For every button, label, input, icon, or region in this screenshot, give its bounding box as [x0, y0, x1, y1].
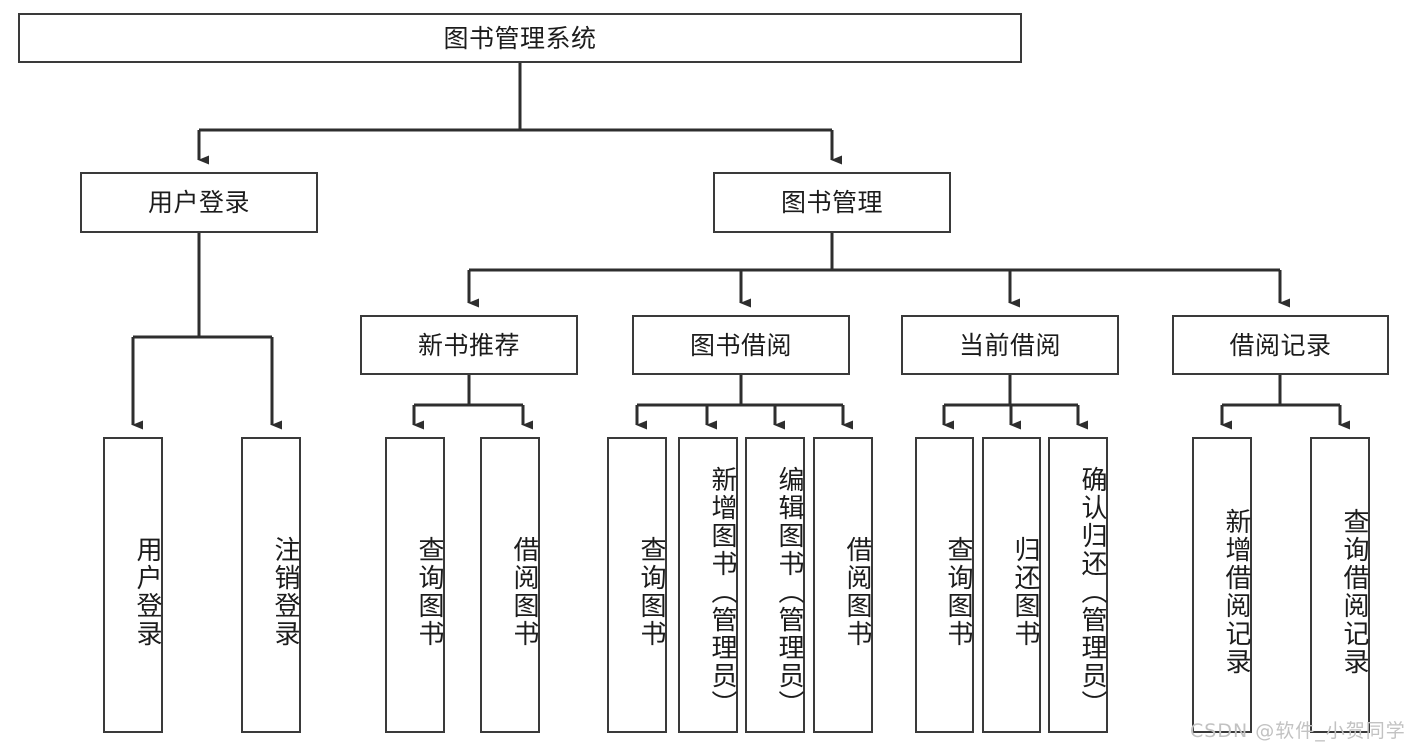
- node-borrow-record[interactable]: 借阅记录: [1172, 315, 1389, 375]
- leaf-return-book[interactable]: 归还图书: [982, 437, 1041, 733]
- leaf-user-login[interactable]: 用户登录: [103, 437, 163, 733]
- leaf-query-book-borrow[interactable]: 查询图书: [607, 437, 667, 733]
- node-new-book-recommend[interactable]: 新书推荐: [360, 315, 578, 375]
- leaf-add-book-admin[interactable]: 新增图书（管理员）: [678, 437, 738, 733]
- node-root-system[interactable]: 图书管理系统: [18, 13, 1022, 63]
- node-book-management[interactable]: 图书管理: [713, 172, 951, 233]
- leaf-query-borrow-record[interactable]: 查询借阅记录: [1310, 437, 1370, 733]
- node-book-borrow[interactable]: 图书借阅: [632, 315, 850, 375]
- leaf-edit-book-admin[interactable]: 编辑图书（管理员）: [745, 437, 805, 733]
- leaf-borrow-book-recommend[interactable]: 借阅图书: [480, 437, 540, 733]
- leaf-query-book-current[interactable]: 查询图书: [915, 437, 974, 733]
- leaf-borrow-book[interactable]: 借阅图书: [813, 437, 873, 733]
- leaf-confirm-return-admin[interactable]: 确认归还（管理员）: [1048, 437, 1108, 733]
- leaf-add-borrow-record[interactable]: 新增借阅记录: [1192, 437, 1252, 733]
- leaf-query-book-recommend[interactable]: 查询图书: [385, 437, 445, 733]
- csdn-watermark: CSDN @软件_小贺同学: [1190, 720, 1405, 742]
- leaf-logout[interactable]: 注销登录: [241, 437, 301, 733]
- node-current-borrow[interactable]: 当前借阅: [901, 315, 1119, 375]
- node-user-login[interactable]: 用户登录: [80, 172, 318, 233]
